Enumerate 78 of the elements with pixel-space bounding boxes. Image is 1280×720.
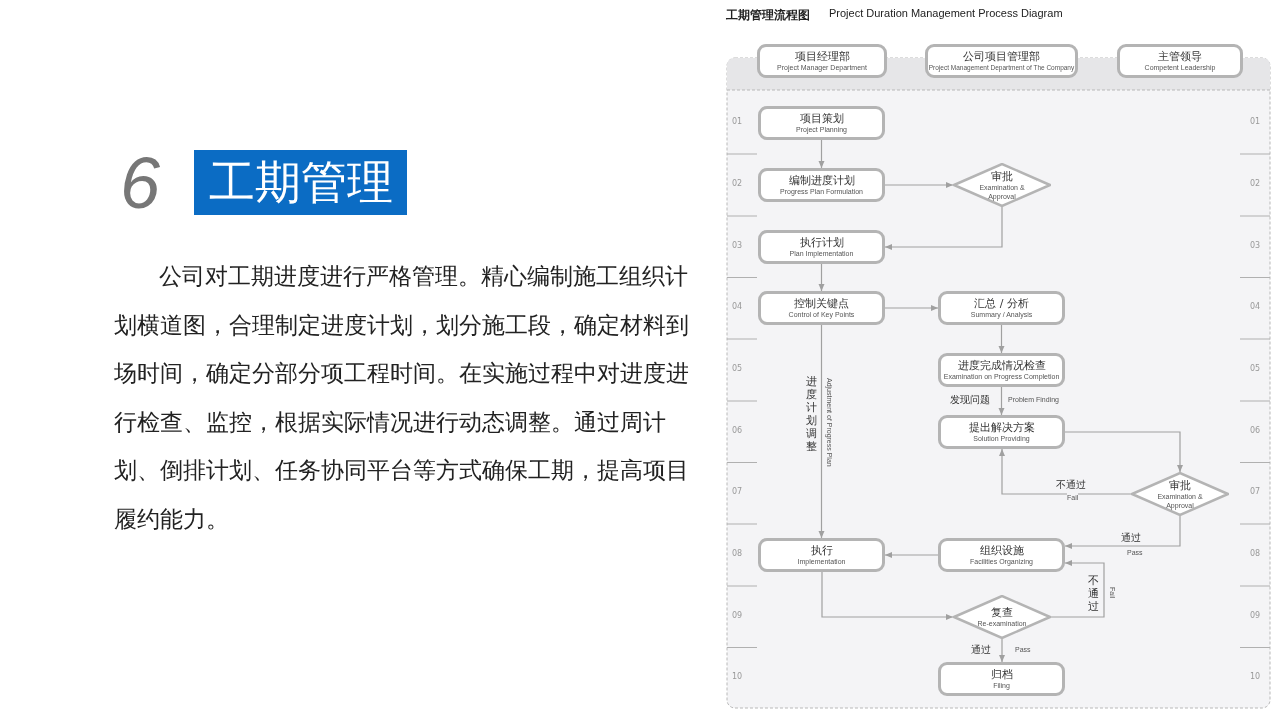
process-box bbox=[938, 538, 1065, 572]
arrow bbox=[884, 305, 939, 311]
edge-label: 通过 bbox=[971, 644, 991, 656]
process-box bbox=[758, 291, 885, 325]
arrow bbox=[818, 139, 825, 169]
process-box bbox=[938, 415, 1065, 449]
row-number: 06 bbox=[730, 426, 744, 435]
title-text: 归档 bbox=[990, 668, 1013, 681]
process-box bbox=[757, 44, 887, 78]
row-number: 08 bbox=[1248, 549, 1262, 558]
row-number: 04 bbox=[730, 302, 744, 311]
row-number: 03 bbox=[730, 241, 744, 250]
process-box bbox=[758, 230, 885, 264]
title-text: 项目策划 bbox=[799, 112, 844, 125]
row-number: 10 bbox=[1248, 672, 1262, 681]
arrow bbox=[884, 206, 1003, 250]
decision-diamond bbox=[1131, 472, 1229, 516]
row-number: 01 bbox=[730, 117, 744, 126]
process-box bbox=[925, 44, 1078, 78]
arrow bbox=[884, 552, 939, 558]
title-text: 进度完成情况检查 bbox=[957, 359, 1046, 372]
arrow bbox=[884, 182, 954, 188]
title-text: 审批 bbox=[1169, 478, 1191, 492]
arrow bbox=[818, 263, 825, 292]
arrow bbox=[999, 638, 1005, 663]
process-box bbox=[938, 291, 1065, 325]
row-number: 07 bbox=[1248, 487, 1262, 496]
row-number: 09 bbox=[730, 611, 744, 620]
row-number: 04 bbox=[1248, 302, 1262, 311]
row-number: 08 bbox=[730, 549, 744, 558]
process-box bbox=[758, 168, 885, 202]
arrow bbox=[821, 571, 954, 620]
arrow bbox=[1064, 431, 1183, 473]
title-text: 项目经理部 bbox=[794, 50, 850, 63]
process-box bbox=[1117, 44, 1243, 78]
row-number: 03 bbox=[1248, 241, 1262, 250]
title-text: 执行 bbox=[810, 544, 833, 557]
process-box bbox=[758, 538, 885, 572]
title-text: 组织设施 bbox=[979, 544, 1024, 557]
arrow bbox=[998, 324, 1005, 354]
title-text: 编制进度计划 bbox=[788, 174, 855, 187]
title-text: 复查 bbox=[991, 606, 1013, 619]
title-text: 汇总 / 分析 bbox=[974, 297, 1029, 310]
title-text: 主管领导 bbox=[1158, 50, 1202, 63]
title-text: 审批 bbox=[991, 169, 1013, 183]
title-text: 公司项目管理部 bbox=[963, 50, 1040, 63]
edge-label: 不通过 bbox=[1056, 479, 1086, 491]
row-number: 06 bbox=[1248, 426, 1262, 435]
title-text: 控制关键点 bbox=[794, 297, 849, 310]
body-paragraph: 公司对工期进度进行严格管理。精心编制施工组织计划横道图，合理制定进度计划，划分施工段，确定材料到场时间，确定分部分项工程时间。在实施过程中对进度进行检查、监控，根据实际情况进行动态调整。通过周计划、倒排计划、任务协同平台等方式确保工期，提高项目履约能力。 bbox=[114, 262, 690, 534]
arrow bbox=[1050, 560, 1105, 618]
decision-diamond bbox=[953, 595, 1051, 639]
process-box bbox=[758, 106, 885, 140]
row-number: 02 bbox=[730, 179, 744, 188]
row-number: 05 bbox=[1248, 364, 1262, 373]
row-number: 05 bbox=[730, 364, 744, 373]
row-number: 09 bbox=[1248, 611, 1262, 620]
section-number: 6 bbox=[120, 142, 161, 225]
edge-label: 不通过 bbox=[1088, 574, 1099, 613]
arrow bbox=[1064, 515, 1181, 549]
title-banner: 工期管理 bbox=[194, 150, 407, 215]
edge-label: 通过 bbox=[1121, 532, 1141, 544]
process-box bbox=[938, 353, 1065, 387]
decision-diamond bbox=[953, 163, 1051, 207]
process-box bbox=[938, 662, 1065, 696]
row-number: 01 bbox=[1248, 117, 1262, 126]
label-text: 工期管理流程图 bbox=[726, 7, 810, 24]
edge-label: 进度计划调整 bbox=[806, 375, 817, 453]
title-text: 提出解决方案 bbox=[968, 421, 1035, 434]
row-number: 02 bbox=[1248, 179, 1262, 188]
arrow bbox=[818, 324, 825, 539]
title-text: 执行计划 bbox=[799, 236, 844, 249]
row-number: 10 bbox=[730, 672, 744, 681]
row-number: 07 bbox=[730, 487, 744, 496]
diagram-subtitle: Project Duration Management Process Diagram bbox=[829, 7, 1063, 19]
arrow bbox=[999, 448, 1132, 495]
arrow bbox=[998, 386, 1005, 416]
edge-label: 发现问题 bbox=[950, 394, 990, 406]
